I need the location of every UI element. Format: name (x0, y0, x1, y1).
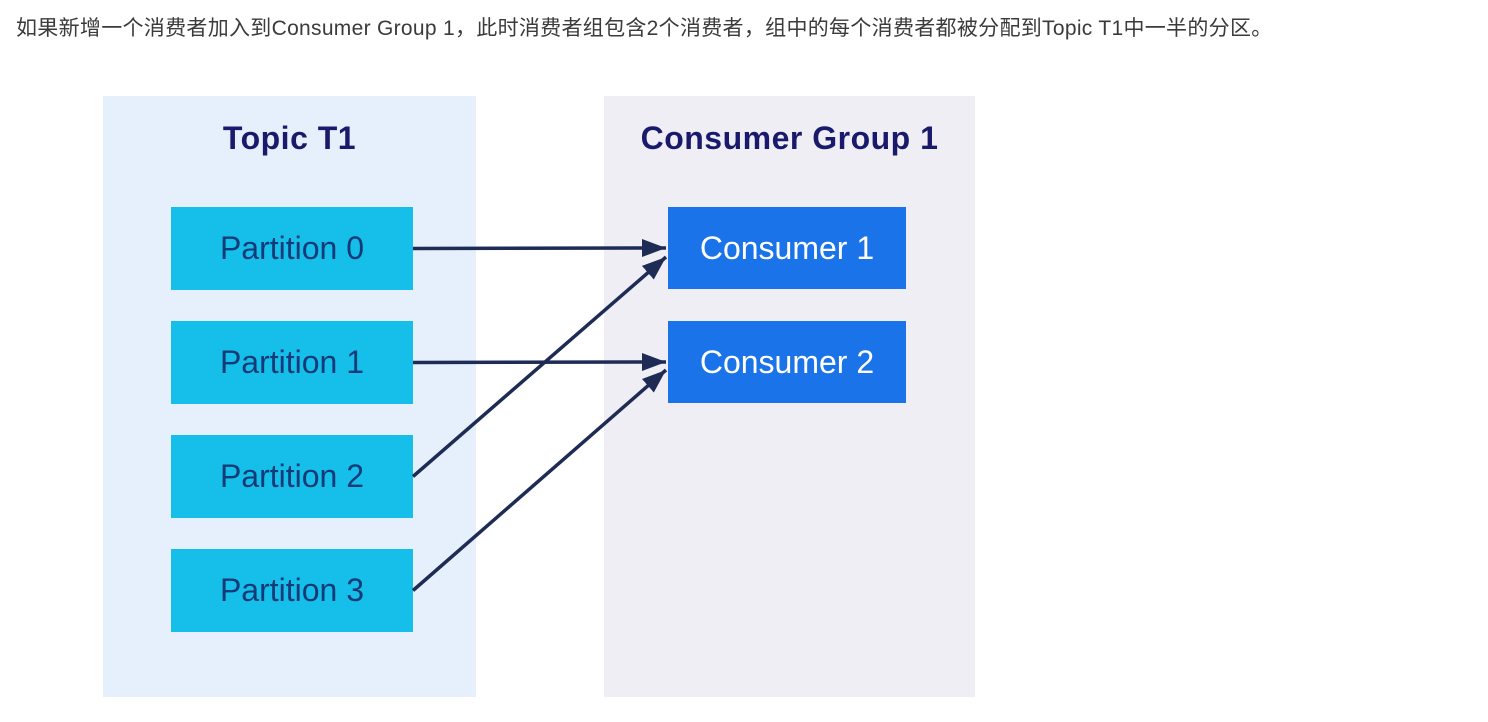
topic-panel-title: Topic T1 (222, 120, 357, 156)
consumer-2-box: Consumer 2 (668, 321, 906, 403)
partition-0-box: Partition 0 (171, 207, 413, 290)
consumer-1-box: Consumer 1 (668, 207, 906, 289)
description-text: 如果新增一个消费者加入到Consumer Group 1，此时消费者组包含2个消… (16, 17, 1273, 40)
partition-1-box: Partition 1 (171, 321, 413, 404)
consumer-group-panel-title: Consumer Group 1 (640, 120, 939, 156)
partition-3-box: Partition 3 (171, 549, 413, 632)
partition-2-box: Partition 2 (171, 435, 413, 518)
